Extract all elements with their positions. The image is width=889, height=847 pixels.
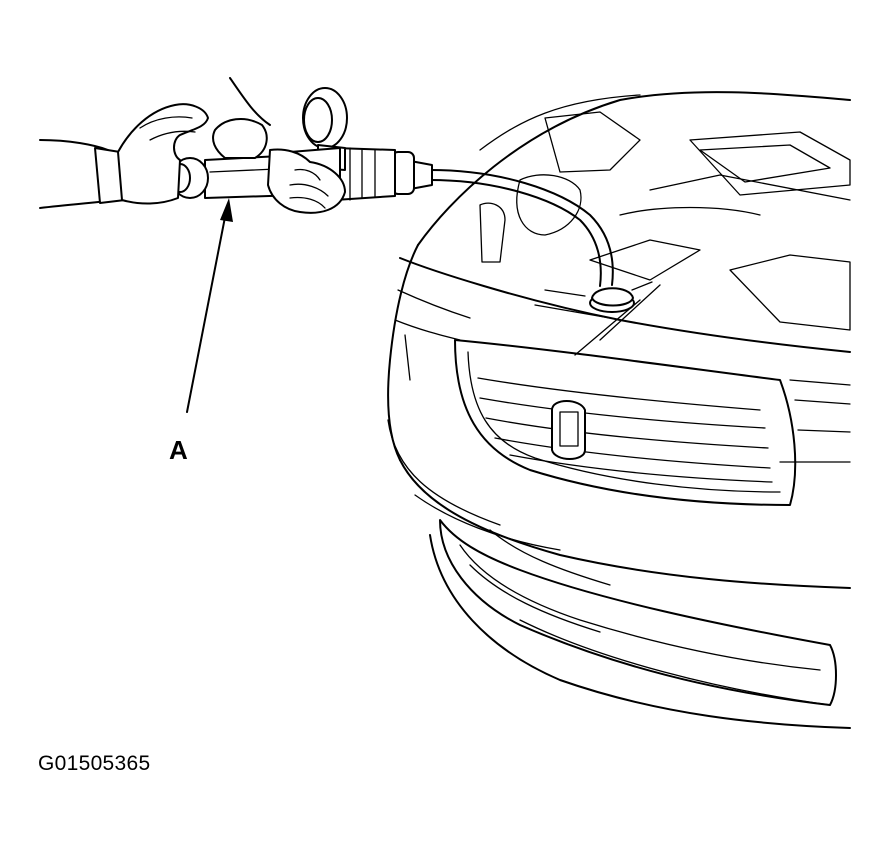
lower-intake	[439, 519, 837, 706]
technician-hands	[39, 77, 346, 214]
emblem	[551, 400, 586, 460]
front-bumper	[399, 459, 851, 589]
hood-front-edge	[399, 257, 851, 353]
grille-slats	[477, 377, 773, 483]
right-hand	[267, 148, 346, 214]
grille-surround	[454, 339, 797, 506]
callout-label: A	[169, 435, 188, 465]
vehicle-front-end	[387, 91, 851, 729]
pressure-hose	[429, 169, 614, 286]
right-sleeve	[229, 77, 271, 126]
figure-code: G01505365	[38, 752, 151, 775]
left-hand	[117, 103, 209, 205]
body-side	[387, 244, 419, 461]
callout-a: A	[169, 198, 233, 465]
callout-arrowhead	[220, 198, 233, 222]
callout-leader-line	[186, 211, 227, 413]
hood-outline	[417, 91, 851, 246]
